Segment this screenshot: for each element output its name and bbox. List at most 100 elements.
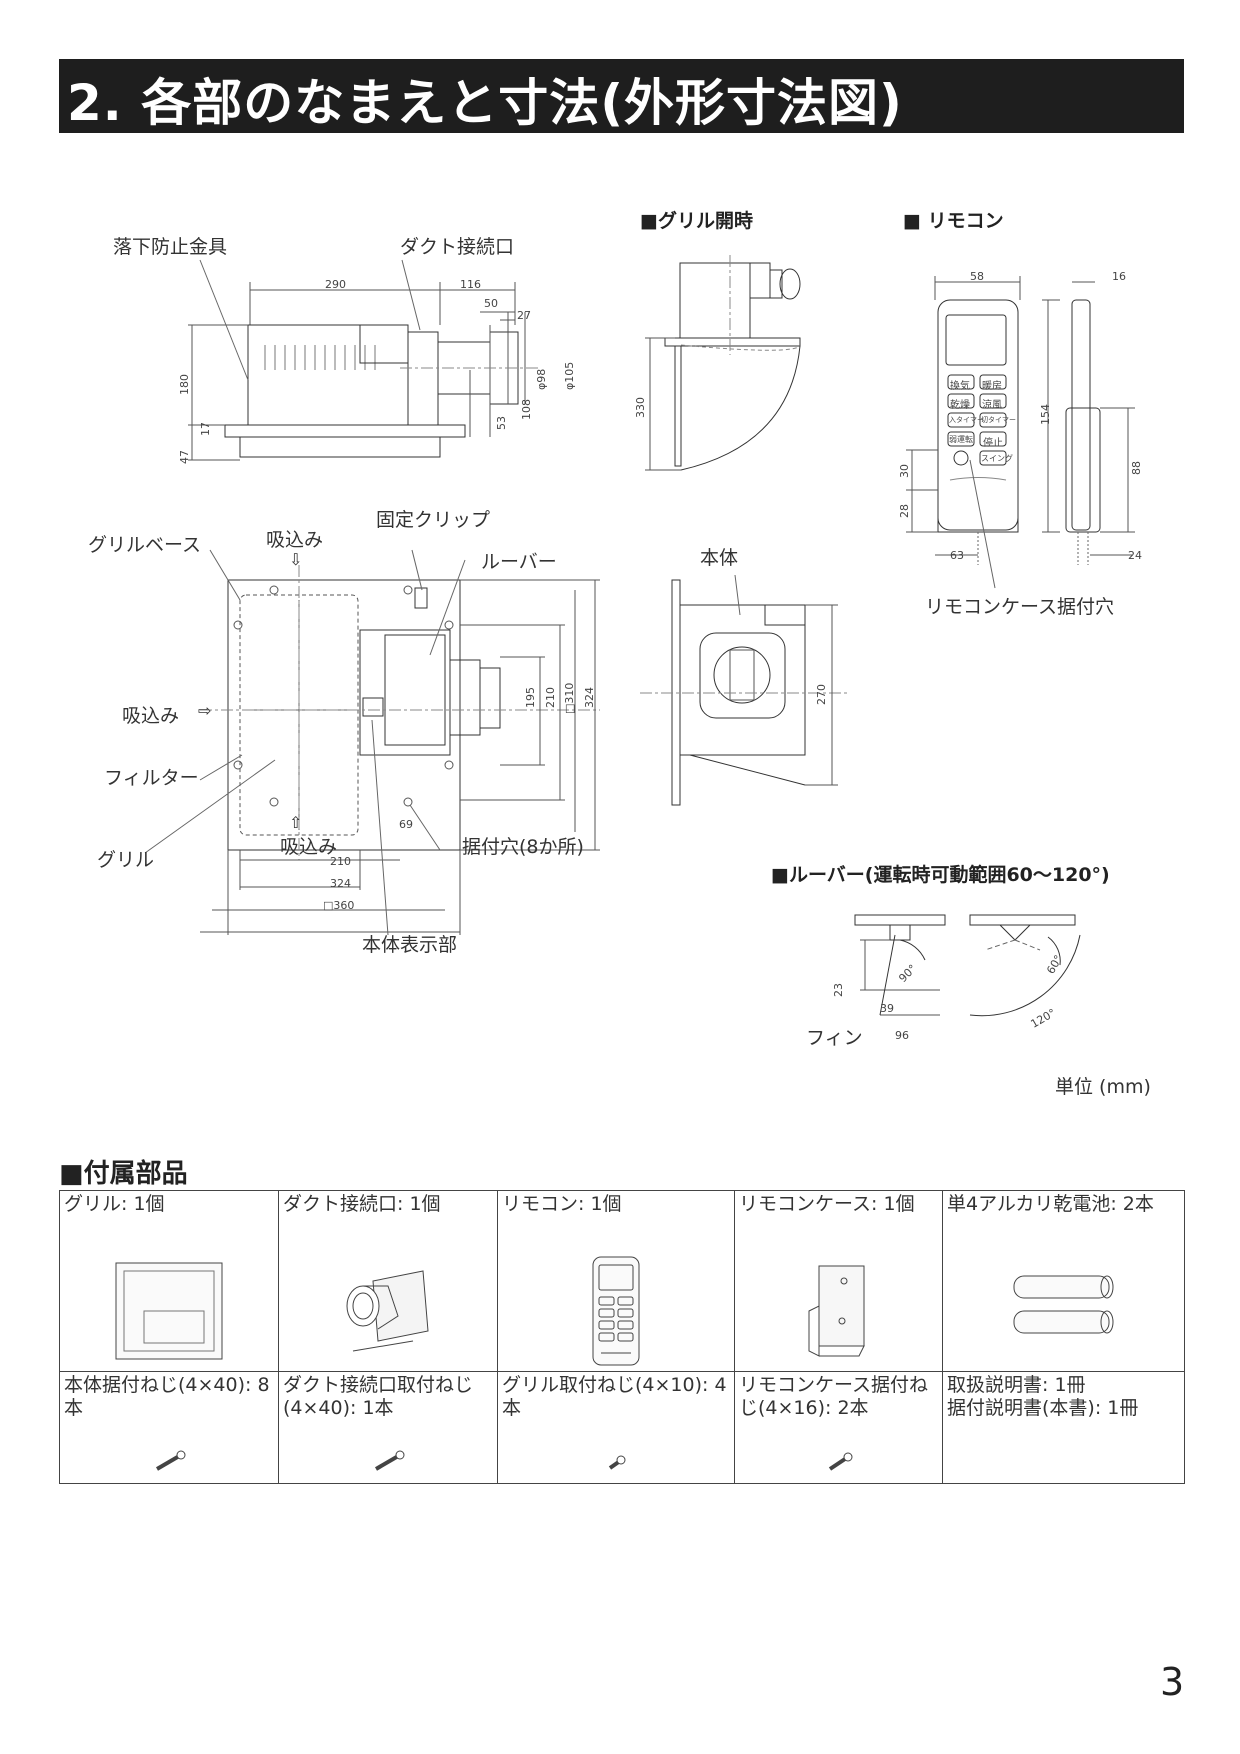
dim-195: 195: [524, 687, 537, 708]
dim-16: 16: [1112, 270, 1126, 283]
remote-button-vent: 換気: [950, 381, 970, 392]
battery-icon: [1013, 1275, 1113, 1334]
accessory-cell: リモコン: 1個: [497, 1190, 735, 1372]
dim-324-vertical: 324: [583, 687, 596, 708]
accessory-label: グリル: 1個: [64, 1193, 165, 1215]
dim-39: 39: [880, 1002, 894, 1015]
dim-63: 63: [950, 549, 964, 562]
accessory-label: 本体据付ねじ(4×40): 8本: [64, 1374, 270, 1419]
remote-button-stop: 停止: [983, 438, 1003, 449]
dim-96: 96: [895, 1029, 909, 1042]
label-body-display: 本体表示部: [362, 934, 458, 956]
label-intake-top: 吸込み: [266, 529, 324, 551]
title-bar: 2. 各部のなまえと寸法(外形寸法図): [59, 59, 1184, 133]
dim-phi98: φ98: [535, 368, 548, 390]
remote-case-icon: [808, 1265, 865, 1357]
accessory-cell: グリル取付ねじ(4×10): 4本: [497, 1371, 735, 1484]
dim-180: 180: [178, 374, 191, 395]
dim-324: 324: [330, 877, 351, 890]
dim-23: 23: [832, 983, 845, 997]
accessory-label: リモコン: 1個: [502, 1193, 622, 1215]
label-mount-holes: 据付穴(8か所): [462, 836, 584, 858]
remote-button-heat: 暖房: [982, 381, 1002, 392]
dim-270: 270: [815, 684, 828, 705]
screw-icon: [155, 1450, 186, 1471]
accessory-cell: 本体据付ねじ(4×40): 8本: [59, 1371, 279, 1484]
dim-58: 58: [970, 270, 984, 283]
remote-button-cool: 涼風: [982, 400, 1002, 411]
label-remote-case-hole: リモコンケース据付穴: [925, 596, 1115, 618]
screw-icon: [828, 1452, 852, 1471]
dim-210: 210: [330, 855, 351, 868]
dim-24: 24: [1128, 549, 1142, 562]
accessory-cell: ダクト接続口: 1個: [278, 1190, 498, 1372]
accessory-cell: リモコンケース: 1個: [734, 1190, 943, 1372]
dim-53: 53: [495, 416, 508, 430]
accessory-cell: ダクト接続口取付ねじ(4×40): 1本: [278, 1371, 498, 1484]
dim-17: 17: [199, 422, 212, 436]
label-fall-prevention: 落下防止金具: [113, 236, 228, 258]
accessories-table: グリル: 1個 ダクト接続口: 1個: [59, 1190, 1185, 1484]
accessory-label: リモコンケース据付ねじ(4×16): 2本: [739, 1374, 929, 1419]
accessory-label: 単4アルカリ乾電池: 2本: [947, 1193, 1154, 1215]
remote-drawing: [900, 270, 1150, 580]
unit-note: 単位 (mm): [1055, 1076, 1151, 1098]
dim-phi105: φ105: [563, 361, 576, 390]
screw-icon: [374, 1450, 405, 1471]
remote-button-dry: 乾燥: [950, 400, 970, 411]
grille-open-drawing: [640, 255, 850, 485]
dim-28: 28: [898, 504, 911, 518]
remote-button-timer-off: 切タイマー: [981, 416, 1016, 424]
dim-27: 27: [517, 309, 531, 322]
remote-button-swing: スイング: [981, 454, 1013, 463]
duct-connector-icon: [346, 1270, 429, 1352]
accessory-label: ダクト接続口取付ねじ(4×40): 1本: [283, 1374, 474, 1419]
section-grille-open: ■グリル開時: [640, 210, 753, 232]
dim-330: 330: [634, 397, 647, 418]
accessory-cell: リモコンケース据付ねじ(4×16): 2本: [734, 1371, 943, 1484]
accessory-cell: 単4アルカリ乾電池: 2本: [942, 1190, 1185, 1372]
body-front-drawing: [640, 575, 850, 815]
dim-116: 116: [460, 278, 481, 291]
dim-50: 50: [484, 297, 498, 310]
label-grille: グリル: [97, 849, 155, 871]
page-title: 2. 各部のなまえと寸法(外形寸法図): [67, 74, 903, 132]
dim-88: 88: [1130, 461, 1143, 475]
label-filter: フィルター: [104, 767, 199, 789]
bottom-view-drawing: [200, 560, 600, 930]
section-louver: ■ルーバー(運転時可動範囲60～120°): [771, 864, 1110, 886]
side-view-drawing: [180, 270, 580, 480]
label-grille-base: グリルベース: [88, 534, 202, 556]
accessory-label: リモコンケース: 1個: [739, 1193, 915, 1215]
remote-button-timer-on: 入タイマー: [949, 416, 984, 424]
dim-210-vertical: 210: [544, 687, 557, 708]
accessory-cell: グリル: 1個: [59, 1190, 279, 1372]
section-remote: ■ リモコン: [903, 210, 1004, 232]
accessory-cell: 取扱説明書: 1冊 据付説明書(本書): 1冊: [942, 1371, 1185, 1484]
label-louver: ルーバー: [481, 551, 557, 573]
accessories-title: ■付属部品: [59, 1159, 188, 1189]
dim-360: □360: [323, 899, 355, 912]
arrow-down-icon: ⇩: [289, 550, 303, 569]
label-intake-left: 吸込み: [122, 705, 180, 727]
grille-icon: [115, 1262, 223, 1360]
label-intake-bottom: 吸込み: [280, 836, 338, 858]
accessory-label: ダクト接続口: 1個: [283, 1193, 441, 1215]
louver-drawing: [820, 905, 1100, 1035]
dim-69: 69: [399, 818, 413, 831]
remote-icon: [592, 1256, 640, 1366]
label-body: 本体: [700, 547, 739, 569]
accessory-label: 取扱説明書: 1冊 据付説明書(本書): 1冊: [947, 1374, 1139, 1419]
dim-154: 154: [1039, 404, 1052, 425]
short-screw-icon: [608, 1455, 626, 1470]
dim-108: 108: [520, 399, 533, 420]
arrow-up-icon: ⇧: [289, 813, 303, 832]
dim-47: 47: [178, 450, 191, 464]
label-duct-connector: ダクト接続口: [400, 236, 515, 258]
dim-30: 30: [898, 464, 911, 478]
page-number: 3: [1160, 1660, 1185, 1704]
label-fixed-clip: 固定クリップ: [376, 509, 491, 531]
arrow-right-icon: ⇨: [198, 701, 212, 720]
dim-310: □310: [563, 682, 576, 714]
dim-290: 290: [325, 278, 346, 291]
